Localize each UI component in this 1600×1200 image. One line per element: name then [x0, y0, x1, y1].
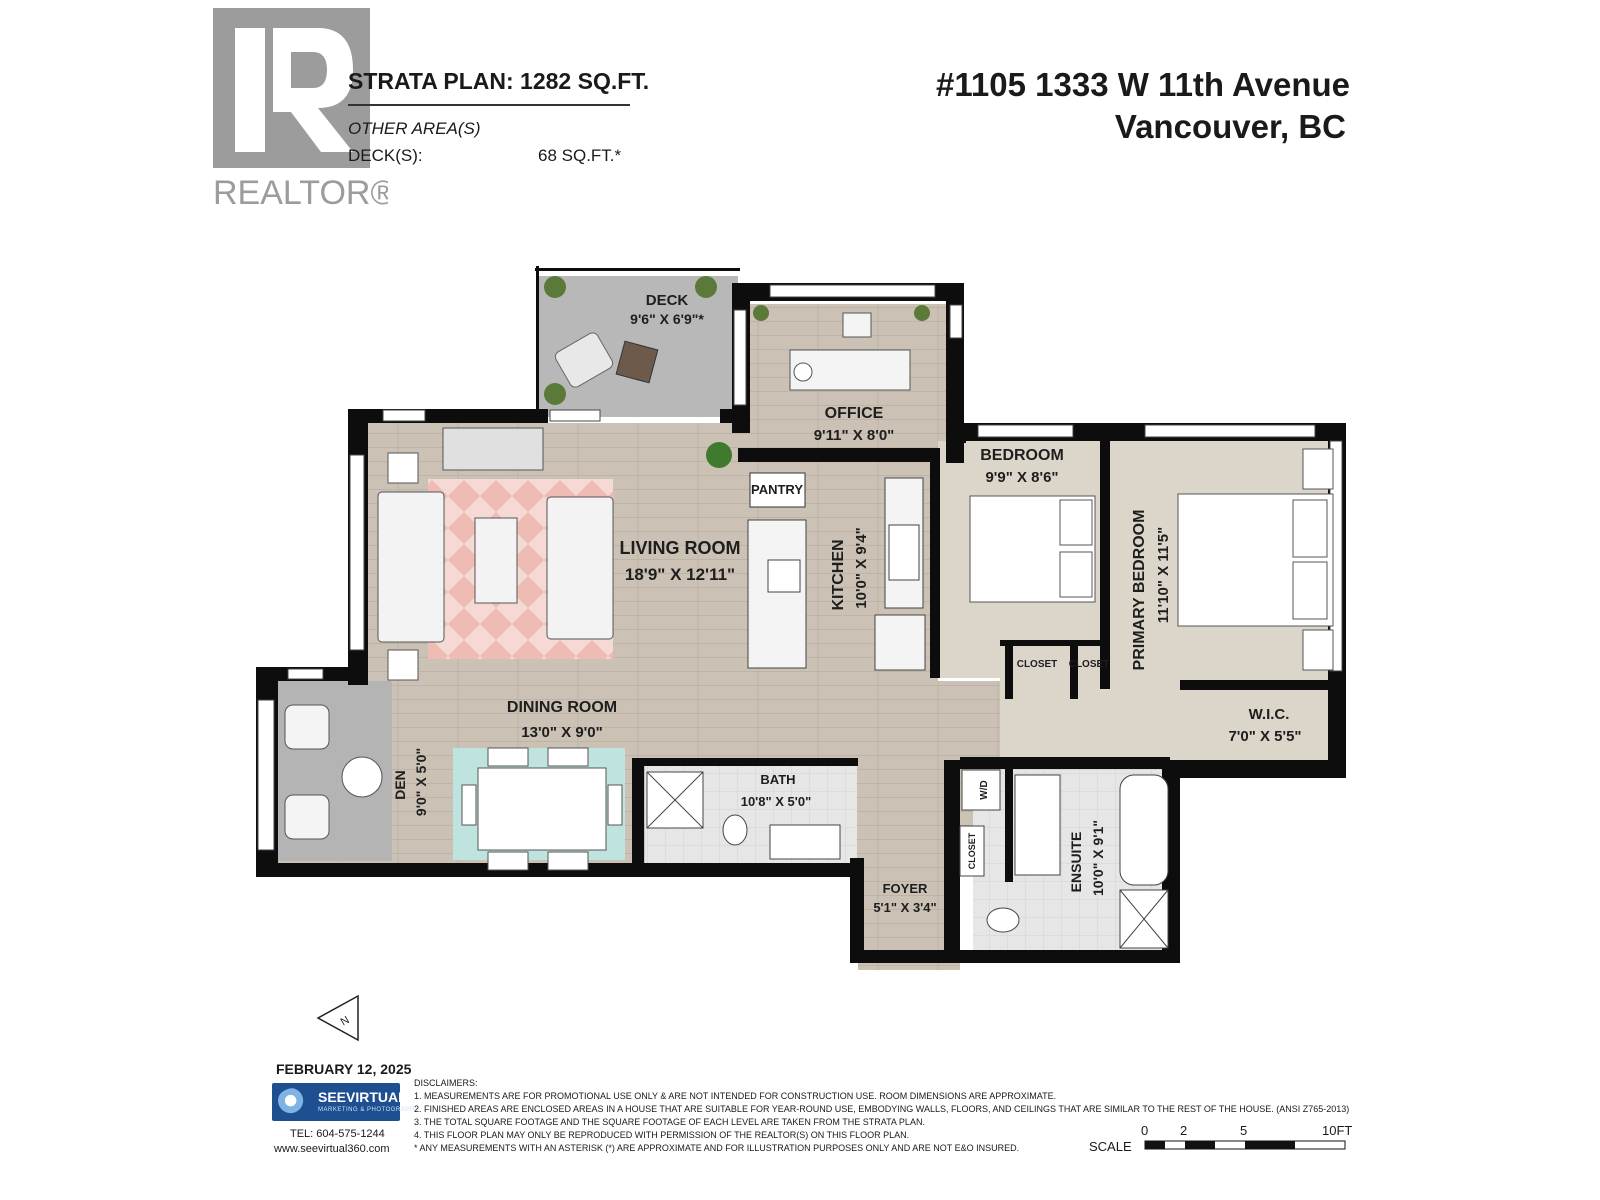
bath-fixtures — [646, 771, 841, 860]
closet-a-name: CLOSET — [1017, 659, 1058, 670]
kitchen-name: KITCHEN — [830, 539, 847, 610]
deck-area-label: DECK(S): — [348, 146, 423, 165]
den-dims: 9'0" X 5'0" — [413, 748, 429, 816]
scale-tick-10ft: 10FT — [1322, 1123, 1353, 1138]
dining-furniture — [461, 747, 623, 871]
bedroom-bed — [969, 495, 1096, 603]
ensuite-name: ENSUITE — [1068, 832, 1084, 893]
closet-b-name: CLOSET — [1069, 659, 1110, 670]
wic-floor — [1195, 689, 1340, 768]
realtor-logo: REALTOR® — [213, 8, 388, 212]
ensuite-fixtures — [986, 774, 1169, 949]
disclaimer-line: * ANY MEASUREMENTS WITH AN ASTERISK (*) … — [414, 1143, 1020, 1153]
deck-name: DECK — [646, 292, 689, 309]
room-labels: DECK 9'6" X 6'9"* OFFICE 9'11" X 8'0" PA… — [392, 292, 1302, 915]
address-line-2: Vancouver, BC — [1114, 108, 1346, 145]
wd-box — [961, 769, 1001, 811]
seevirtual-logo-subtext: MARKETING & PHOTOGRAPHY — [318, 1107, 420, 1113]
closet-c-name: CLOSET — [967, 832, 977, 869]
ensuite-dims: 10'0" X 9'1" — [1090, 820, 1106, 896]
realtor-logo-text: REALTOR® — [213, 174, 388, 212]
wd-name: W/D — [979, 780, 990, 799]
deck-furniture — [544, 276, 732, 468]
scale-tick-0: 0 — [1141, 1123, 1149, 1138]
bath-dims: 10'8" X 5'0" — [741, 794, 812, 809]
disclaimer-line: 3. THE TOTAL SQUARE FOOTAGE AND THE SQUA… — [414, 1117, 925, 1127]
living-furniture — [377, 427, 614, 681]
primary-bedroom-dims: 11'10" X 11'5" — [1155, 527, 1172, 623]
hall-floor — [1000, 678, 1195, 770]
disclaimers: DISCLAIMERS: 1. MEASUREMENTS ARE FOR PRO… — [414, 1077, 1349, 1155]
disclaimer-line: 1. MEASUREMENTS ARE FOR PROMOTIONAL USE … — [414, 1091, 1057, 1101]
disclaimers-title: DISCLAIMERS: — [414, 1078, 478, 1088]
foyer-floor — [858, 770, 960, 970]
living-dims: 18'9" X 12'11" — [625, 565, 735, 584]
plan-date: FEBRUARY 12, 2025 — [276, 1061, 412, 1077]
office-name: OFFICE — [825, 405, 884, 422]
company-website: www.seevirtual360.com — [274, 1143, 390, 1155]
kitchen-fixtures — [747, 477, 926, 671]
dining-name: DINING ROOM — [507, 699, 617, 716]
scale-tick-2: 2 — [1180, 1123, 1188, 1138]
foyer-dims: 5'1" X 3'4" — [873, 900, 936, 915]
den-furniture — [284, 704, 383, 840]
compass-icon: N — [316, 994, 359, 1042]
scale-label: SCALE — [1089, 1139, 1132, 1154]
den-name: DEN — [392, 770, 408, 800]
other-area-heading: OTHER AREA(S) — [348, 119, 481, 138]
kitchen-dims: 10'0" X 9'4" — [853, 527, 870, 608]
deck-area-value: 68 SQ.FT.* — [538, 146, 622, 165]
seevirtual-logo-icon — [277, 1088, 311, 1116]
disclaimer-line: 4. THIS FLOOR PLAN MAY ONLY BE REPRODUCE… — [414, 1130, 910, 1140]
primary-bedroom-name: PRIMARY BEDROOM — [1131, 510, 1148, 671]
bedroom-name: BEDROOM — [980, 447, 1064, 464]
wic-dims: 7'0" X 5'5" — [1228, 728, 1301, 745]
living-name: LIVING ROOM — [620, 538, 741, 558]
company-phone: TEL: 604-575-1244 — [290, 1128, 385, 1140]
address-line-1: #1105 1333 W 11th Avenue — [936, 66, 1350, 103]
wic-name: W.I.C. — [1249, 706, 1290, 723]
scale-bar — [1144, 1140, 1346, 1150]
primary-bed — [1177, 448, 1334, 671]
pantry-name: PANTRY — [751, 482, 803, 497]
office-furniture — [753, 305, 930, 391]
foyer-closet — [959, 825, 985, 877]
foyer-name: FOYER — [883, 881, 928, 896]
seevirtual-logo-text: SEEVIRTUAL — [318, 1089, 407, 1105]
dining-dims: 13'0" X 9'0" — [521, 724, 602, 741]
bedroom-dims: 9'9" X 8'6" — [985, 469, 1058, 486]
strata-plan-area: STRATA PLAN: 1282 SQ.FT. — [348, 68, 650, 94]
scale-tick-5: 5 — [1240, 1123, 1248, 1138]
header-divider — [348, 104, 630, 106]
disclaimer-line: 2. FINISHED AREAS ARE ENCLOSED AREAS IN … — [414, 1104, 1350, 1114]
office-dims: 9'11" X 8'0" — [814, 427, 895, 444]
deck-dims: 9'6" X 6'9"* — [630, 311, 704, 327]
pantry-box — [749, 472, 806, 508]
bath-name: BATH — [760, 772, 795, 787]
